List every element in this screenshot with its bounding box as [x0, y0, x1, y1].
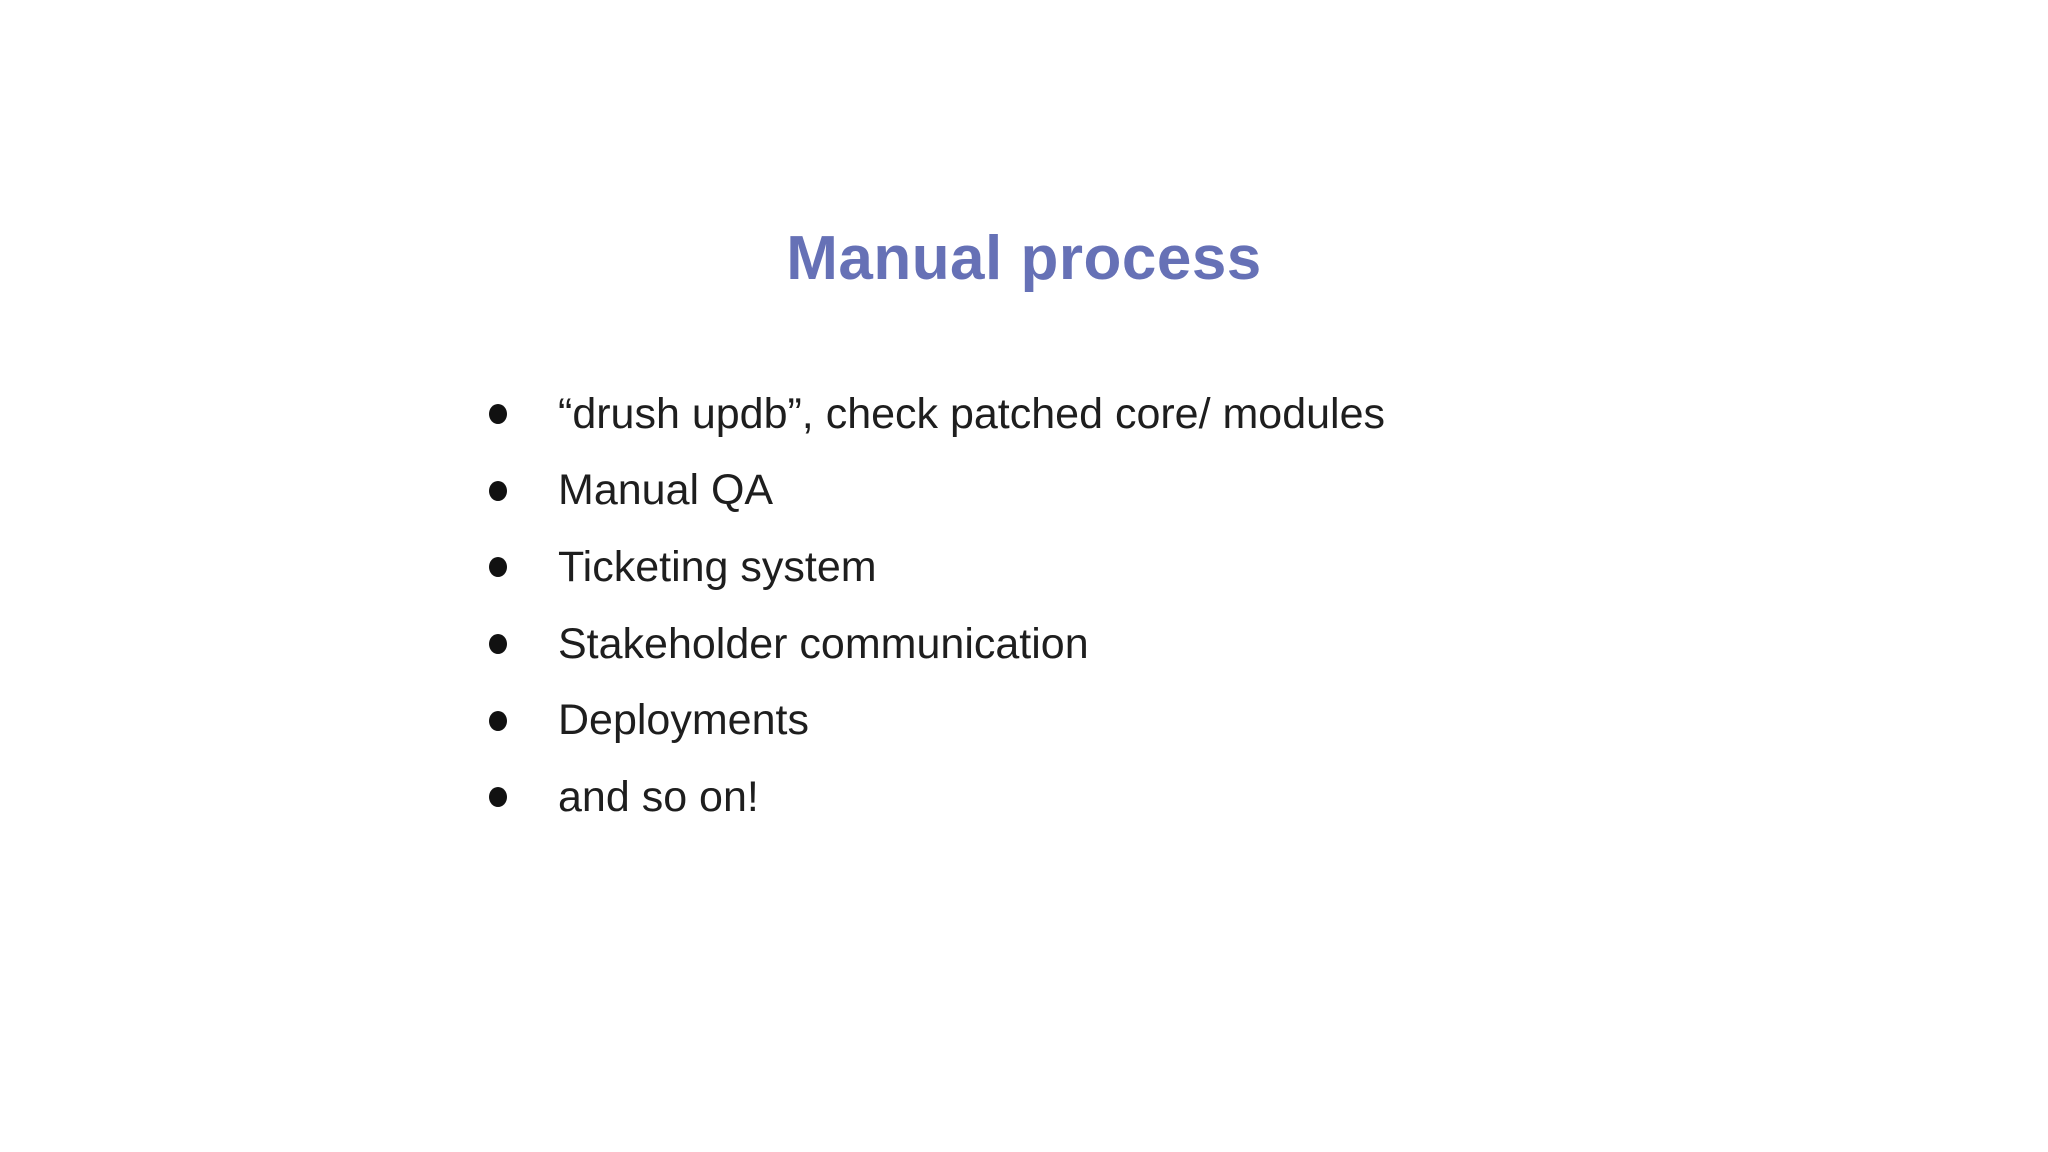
list-item: Manual QA: [489, 453, 1385, 530]
list-item: Stakeholder communication: [489, 606, 1385, 683]
bullet-icon: [489, 404, 507, 425]
bullet-icon: [489, 480, 507, 501]
bullet-list: “drush updb”, check patched core/ module…: [489, 376, 1385, 836]
bullet-icon: [489, 557, 507, 578]
bullet-icon: [489, 634, 507, 655]
bullet-text: Manual QA: [558, 466, 774, 515]
bullet-text: Stakeholder communication: [558, 619, 1089, 668]
list-item: Ticketing system: [489, 529, 1385, 606]
list-item: “drush updb”, check patched core/ module…: [489, 376, 1385, 453]
bullet-text: “drush updb”, check patched core/ module…: [558, 389, 1386, 438]
slide-title: Manual process: [786, 224, 1262, 293]
bullet-icon: [489, 787, 507, 808]
bullet-icon: [489, 710, 507, 731]
bullet-text: Ticketing system: [558, 542, 877, 591]
bullet-text: and so on!: [558, 772, 759, 821]
list-item: Deployments: [489, 682, 1385, 759]
list-item: and so on!: [489, 759, 1385, 836]
bullet-text: Deployments: [558, 696, 809, 745]
